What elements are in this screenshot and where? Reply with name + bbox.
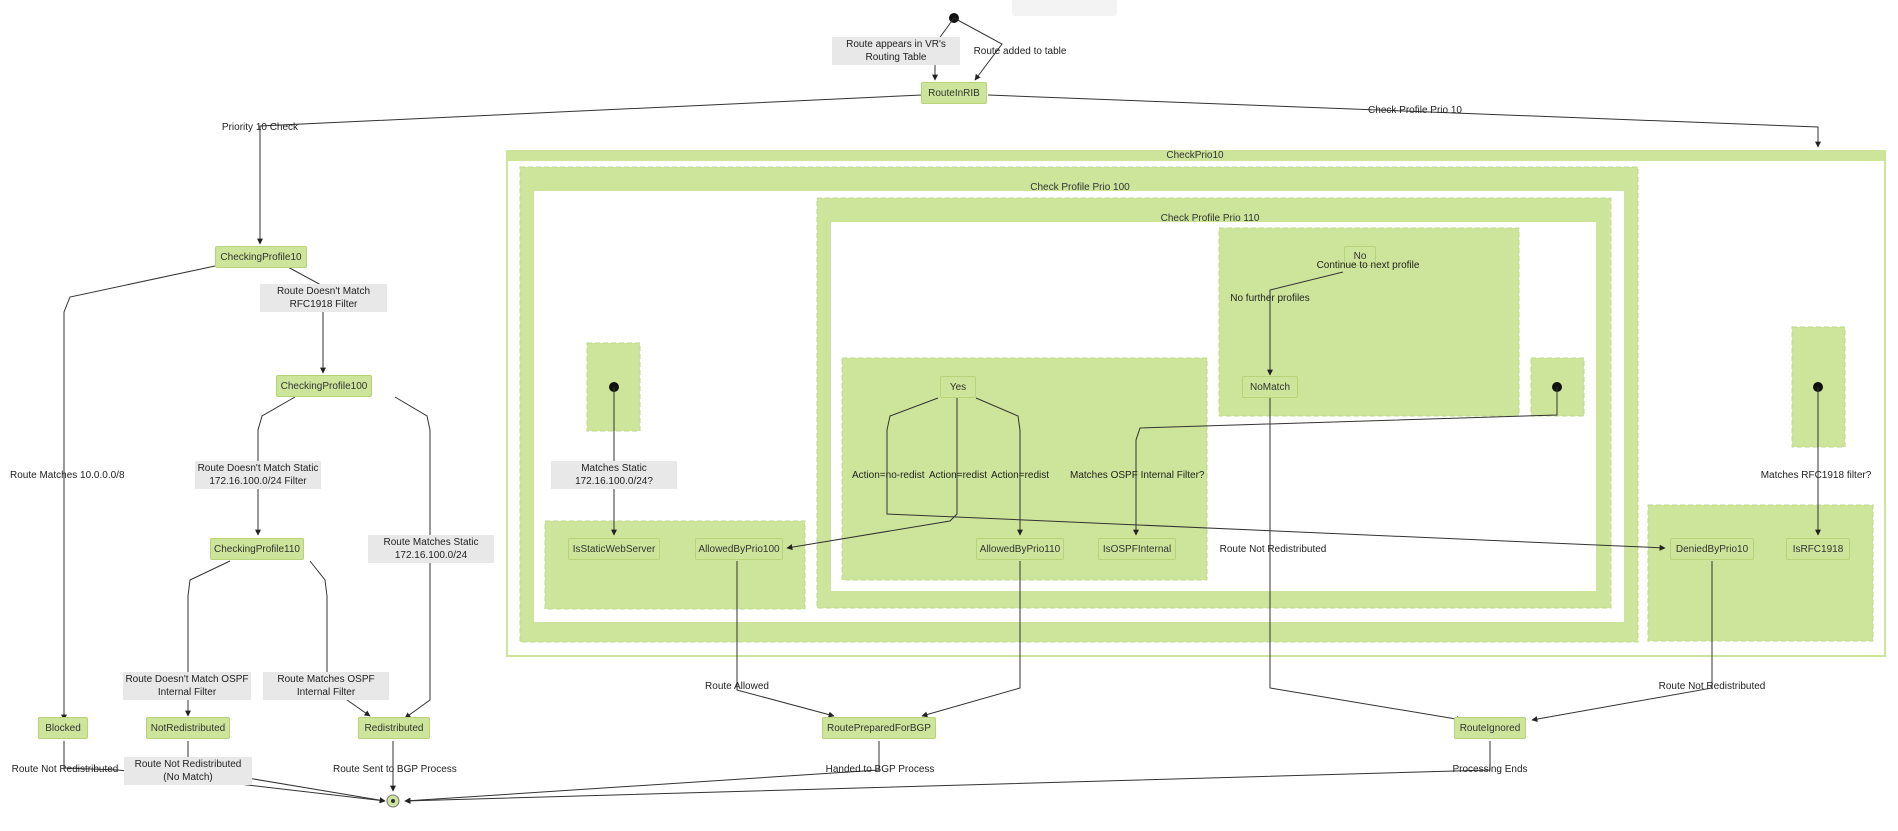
node-route-in-rib[interactable]: RouteInRIB xyxy=(921,82,987,104)
node-is-rfc1918[interactable]: IsRFC1918 xyxy=(1786,538,1850,560)
node-route-prepared-for-bgp[interactable]: RoutePreparedForBGP xyxy=(822,717,936,739)
node-redistributed[interactable]: Redistributed xyxy=(358,717,430,739)
top-stub xyxy=(1012,0,1117,16)
group-prio100-results xyxy=(544,520,806,610)
node-checking-profile110[interactable]: CheckingProfile110 xyxy=(210,538,304,560)
node-route-ignored[interactable]: RouteIgnored xyxy=(1454,717,1526,739)
node-checking-profile10[interactable]: CheckingProfile10 xyxy=(215,246,307,268)
containers xyxy=(506,150,1886,657)
label-route-sent-bgp: Route Sent to BGP Process xyxy=(333,764,457,775)
container-title-prio100: Check Profile Prio 100 xyxy=(1030,182,1130,193)
node-not-redistributed[interactable]: NotRedistributed xyxy=(146,717,230,739)
label-action-redist-a: Action=redist xyxy=(928,470,988,481)
label-route-added: Route added to table xyxy=(973,46,1067,57)
label-matches-10-8: Route Matches 10.0.0.0/8 xyxy=(10,470,125,481)
label-route-not-redistributed-left: Route Not Redistributed xyxy=(11,764,119,775)
container-title-check-prio10: CheckPrio10 xyxy=(1166,150,1224,161)
label-matches-ospf: Route Matches OSPF Internal Filter xyxy=(263,672,389,700)
label-processing-ends: Processing Ends xyxy=(1452,764,1528,775)
label-route-not-redistributed-right: Route Not Redistributed xyxy=(1658,681,1766,692)
label-no-match-rfc1918: Route Doesn't Match RFC1918 Filter xyxy=(260,284,387,312)
node-checking-profile100[interactable]: CheckingProfile100 xyxy=(276,375,372,397)
label-matches-ospf-q: Matches OSPF Internal Filter? xyxy=(1070,470,1205,481)
label-matches-static-q: Matches Static 172.16.100.0/24? xyxy=(551,461,677,489)
node-yes[interactable]: Yes xyxy=(940,376,976,398)
label-matches-static-prefix: Route Matches Static 172.16.100.0/24 xyxy=(368,535,494,563)
label-not-redistributed-no-match: Route Not Redistributed (No Match) xyxy=(124,757,252,785)
node-blocked[interactable]: Blocked xyxy=(38,717,88,739)
group-prio10-results xyxy=(1647,504,1874,642)
label-priority10-check: Priority 10 Check xyxy=(221,122,299,133)
node-no-match[interactable]: NoMatch xyxy=(1242,376,1298,398)
node-is-ospf-internal[interactable]: IsOSPFInternal xyxy=(1098,538,1176,560)
label-route-not-redistributed-mid: Route Not Redistributed xyxy=(1219,544,1327,555)
label-check-profile-prio10: Check Profile Prio 10 xyxy=(1368,105,1462,116)
node-no[interactable]: No xyxy=(1344,246,1376,266)
label-action-redist-b: Action=redist xyxy=(990,470,1050,481)
label-no-further: No further profiles xyxy=(1230,293,1310,304)
node-denied-by-prio10[interactable]: DeniedByPrio10 xyxy=(1670,538,1754,560)
node-allowed-by-prio100[interactable]: AllowedByPrio100 xyxy=(695,538,783,560)
label-matches-rfc1918-q: Matches RFC1918 filter? xyxy=(1760,470,1872,481)
label-no-match-static: Route Doesn't Match Static 172.16.100.0/… xyxy=(195,461,321,489)
label-no-match-ospf: Route Doesn't Match OSPF Internal Filter xyxy=(123,672,251,700)
label-route-appears: Route appears in VR's Routing Table xyxy=(832,37,960,65)
label-route-allowed: Route Allowed xyxy=(705,681,769,692)
edges xyxy=(61,17,1821,804)
node-is-static-web-server[interactable]: IsStaticWebServer xyxy=(568,538,660,560)
node-allowed-by-prio110[interactable]: AllowedByPrio110 xyxy=(976,538,1064,560)
label-action-no-redist: Action=no-redist xyxy=(852,470,925,481)
label-continue-next: Continue to next profile xyxy=(1316,260,1420,271)
label-handed-bgp: Handed to BGP Process xyxy=(825,764,935,775)
container-title-prio110: Check Profile Prio 110 xyxy=(1160,213,1260,224)
